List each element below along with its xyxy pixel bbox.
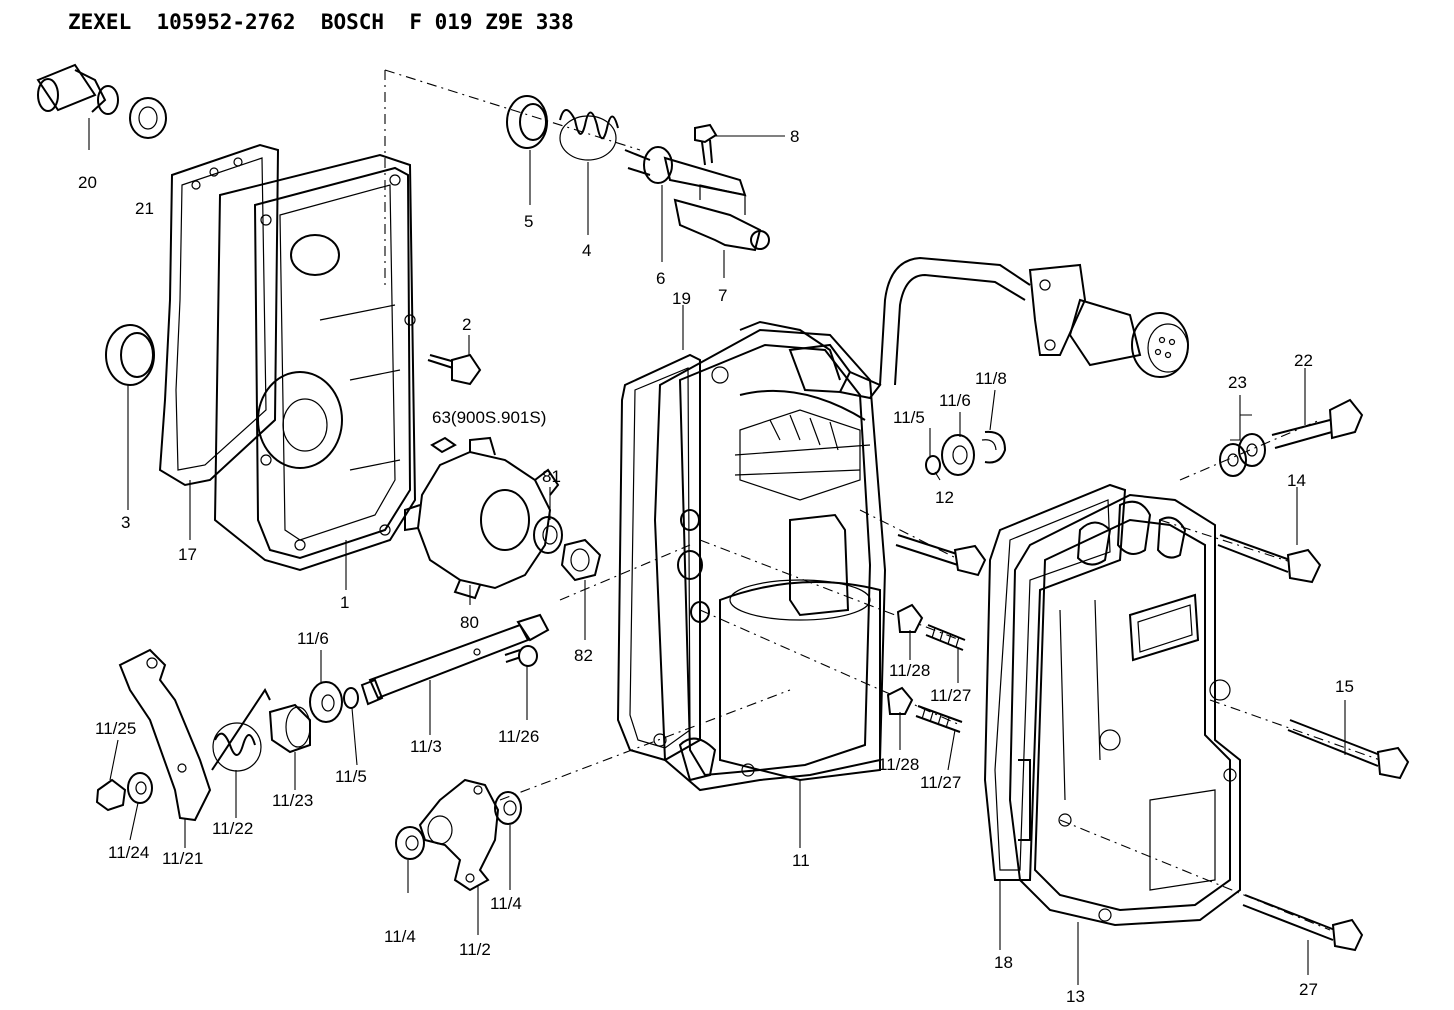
part-11-2-lever <box>418 778 500 892</box>
part-11-27-stud-upper <box>925 624 966 651</box>
label-11-28-bottom: 11/28 <box>878 755 919 774</box>
label-2: 2 <box>462 315 471 334</box>
part-11-25-nut <box>95 778 127 812</box>
part-20-plug <box>36 63 167 139</box>
label-11-5-lower: 11/5 <box>335 767 367 786</box>
label-11-23: 11/23 <box>272 791 313 810</box>
part-11-28-nut-lower <box>886 686 914 715</box>
part-6-lever <box>624 146 747 197</box>
part-11-4-washer-right <box>494 791 522 825</box>
label-18: 18 <box>994 953 1013 972</box>
part-81-washer <box>533 516 563 554</box>
part-11-22-spring <box>211 688 271 772</box>
label-5: 5 <box>524 212 533 231</box>
label-23: 23 <box>1228 373 1247 392</box>
part-5-cap <box>506 95 548 149</box>
label-13: 13 <box>1066 987 1085 1006</box>
part-27-bolt <box>1242 894 1364 952</box>
label-12: 12 <box>935 488 954 507</box>
label-4: 4 <box>582 241 591 260</box>
part-11-24-washer <box>127 772 153 804</box>
part-11-8-clip <box>981 430 1007 464</box>
part-82-nut <box>560 538 602 582</box>
label-8: 8 <box>790 127 799 146</box>
label-14: 14 <box>1287 471 1306 490</box>
part-11-governor-body <box>653 320 887 792</box>
label-80: 80 <box>460 613 479 632</box>
part-11-4-washer-left <box>395 826 425 860</box>
part-3-seal <box>105 324 155 386</box>
label-19: 19 <box>672 289 691 308</box>
connector-cable <box>879 256 1189 386</box>
label-11-4-right: 11/4 <box>490 894 522 913</box>
part-11-6-washer-top <box>941 434 975 476</box>
diagram-title: ZEXEL 105952-2762 BOSCH F 019 Z9E 338 <box>68 10 574 34</box>
label-15: 15 <box>1335 677 1354 696</box>
part-80-gear-wheel <box>404 436 560 600</box>
part-11-5-o-ring-lower <box>343 687 359 709</box>
label-11: 11 <box>792 851 810 870</box>
part-11-3-shaft <box>360 613 550 706</box>
label-82: 82 <box>574 646 593 665</box>
part-23-washers <box>1219 433 1266 477</box>
label-11-22: 11/22 <box>212 819 253 838</box>
label-20: 20 <box>78 173 97 192</box>
label-11-2: 11/2 <box>459 940 491 959</box>
label-11-3: 11/3 <box>410 737 442 756</box>
part-14-bolt <box>1217 534 1322 584</box>
label-6: 6 <box>656 269 665 288</box>
part-7-bracket <box>673 184 770 252</box>
side-screw-upper <box>895 534 987 577</box>
label-11-5-top: 11/5 <box>893 408 925 427</box>
part-labels: 20 21 5 4 8 6 7 2 3 17 1 63(900S.901S) 8… <box>78 127 1354 1006</box>
label-11-28-top: 11/28 <box>889 661 930 680</box>
part-11-27-stud-lower <box>915 705 963 733</box>
part-11-28-nut-upper <box>896 603 924 633</box>
label-11-27-bottom: 11/27 <box>920 773 961 792</box>
part-11-21-lever <box>118 648 212 822</box>
label-3: 3 <box>121 513 130 532</box>
leader-lines <box>88 118 1346 985</box>
part-21-gasket <box>158 143 280 487</box>
label-11-27-top: 11/27 <box>930 686 971 705</box>
part-8-screw <box>694 123 718 166</box>
label-7: 7 <box>718 286 727 305</box>
label-11-21: 11/21 <box>162 849 203 868</box>
label-27: 27 <box>1299 980 1318 999</box>
part-15-bolt <box>1287 719 1410 780</box>
part-2-bolt <box>427 353 482 386</box>
assembly-axes <box>384 69 1381 931</box>
part-1-housing <box>213 153 417 572</box>
label-11-6-lower: 11/6 <box>297 629 329 648</box>
part-11-26-screw <box>473 645 538 667</box>
label-22: 22 <box>1294 351 1313 370</box>
label-11-24: 11/24 <box>108 843 149 862</box>
label-21: 21 <box>135 199 154 218</box>
label-11-4-left: 11/4 <box>384 927 416 946</box>
label-81: 81 <box>542 467 561 486</box>
part-18-gasket <box>983 483 1127 881</box>
label-1: 1 <box>340 593 349 612</box>
part-12-o-ring <box>925 455 941 475</box>
label-11-6-top: 11/6 <box>939 391 971 410</box>
part-13-cover <box>1008 493 1241 927</box>
part-22-bolt <box>1271 398 1364 449</box>
label-63: 63(900S.901S) <box>432 408 546 427</box>
part-11-23-sleeve <box>268 703 311 754</box>
part-4-spring <box>559 109 619 161</box>
label-17: 17 <box>178 545 197 564</box>
part-63-key <box>430 436 457 454</box>
label-11-25: 11/25 <box>95 719 136 738</box>
label-11-26: 11/26 <box>498 727 539 746</box>
label-11-8: 11/8 <box>975 369 1007 388</box>
part-11-6-washer-lower <box>309 681 343 723</box>
